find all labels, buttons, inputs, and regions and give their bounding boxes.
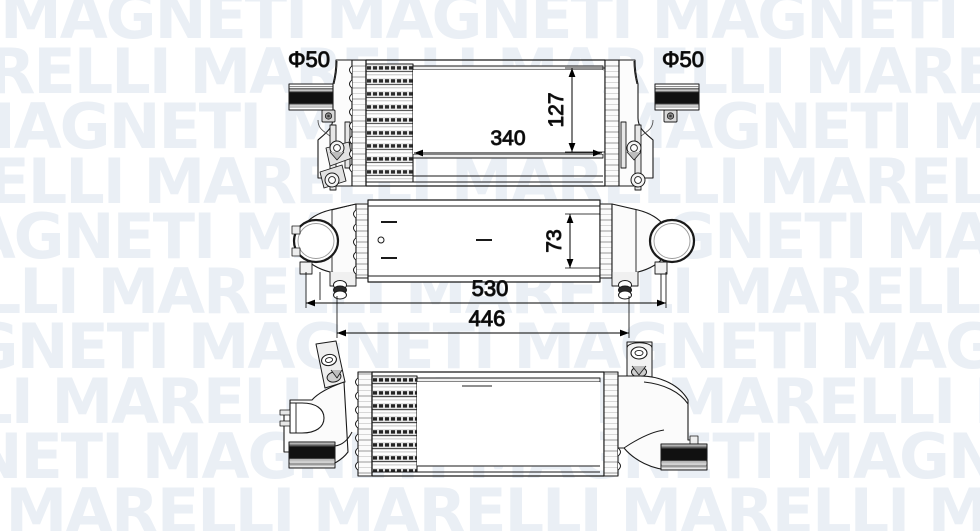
dimension-127: 127 — [545, 67, 605, 153]
top-view: 73 530 446 — [291, 199, 696, 338]
dimension-446-label: 446 — [469, 306, 506, 331]
right-port-opening-top — [648, 218, 696, 264]
front-view: 340 127 Φ50 Φ50 — [288, 47, 705, 191]
left-bracket-iso — [315, 340, 346, 389]
right-side-tank-top — [599, 203, 613, 279]
bracket-bushing-bottom-right — [630, 172, 646, 188]
port-diameter-label-left: Φ50 — [288, 47, 330, 72]
left-side-tank-top — [355, 203, 369, 279]
bracket-bushing-bottom-left — [324, 172, 340, 188]
bracket-bushing-top-right — [626, 140, 642, 161]
dimension-73-label: 73 — [543, 229, 566, 252]
iso-view — [279, 340, 708, 477]
tank-boss-right-front — [663, 109, 678, 123]
dimension-73: 73 — [543, 213, 600, 269]
core-frame-iso — [371, 371, 605, 477]
dimension-340: 340 — [414, 127, 602, 157]
dimension-340-label: 340 — [490, 127, 525, 150]
dimension-446: 446 — [336, 296, 630, 338]
right-tab-top — [654, 261, 668, 275]
dimension-127-label: 127 — [545, 92, 568, 127]
right-bracket-iso — [626, 341, 653, 387]
dimension-530-label: 530 — [472, 276, 509, 301]
right-outlet-port-front — [654, 83, 700, 111]
left-inlet-port-front — [288, 83, 334, 111]
port-diameter-label-right: Φ50 — [662, 47, 704, 72]
right-side-tank-iso — [603, 371, 619, 477]
cooler-core-front — [365, 63, 414, 183]
left-clamp-band-iso — [288, 441, 336, 469]
left-side-tank-front — [349, 59, 367, 187]
left-port-iso — [289, 402, 325, 434]
core-body-top — [367, 199, 601, 283]
left-mount-bracket-front — [319, 121, 353, 191]
tank-boss-left-front — [321, 109, 336, 123]
right-mount-bracket-front — [620, 121, 646, 191]
right-clamp-band-iso — [660, 443, 708, 471]
left-side-tank-iso — [357, 371, 373, 477]
right-bracket-top — [611, 272, 662, 302]
left-bracket-top — [319, 272, 357, 300]
cooler-core-iso — [371, 375, 418, 473]
bracket-bushing-top-left — [329, 140, 345, 161]
left-port-opening-top — [291, 218, 340, 264]
dimension-530: 530 — [305, 272, 667, 308]
